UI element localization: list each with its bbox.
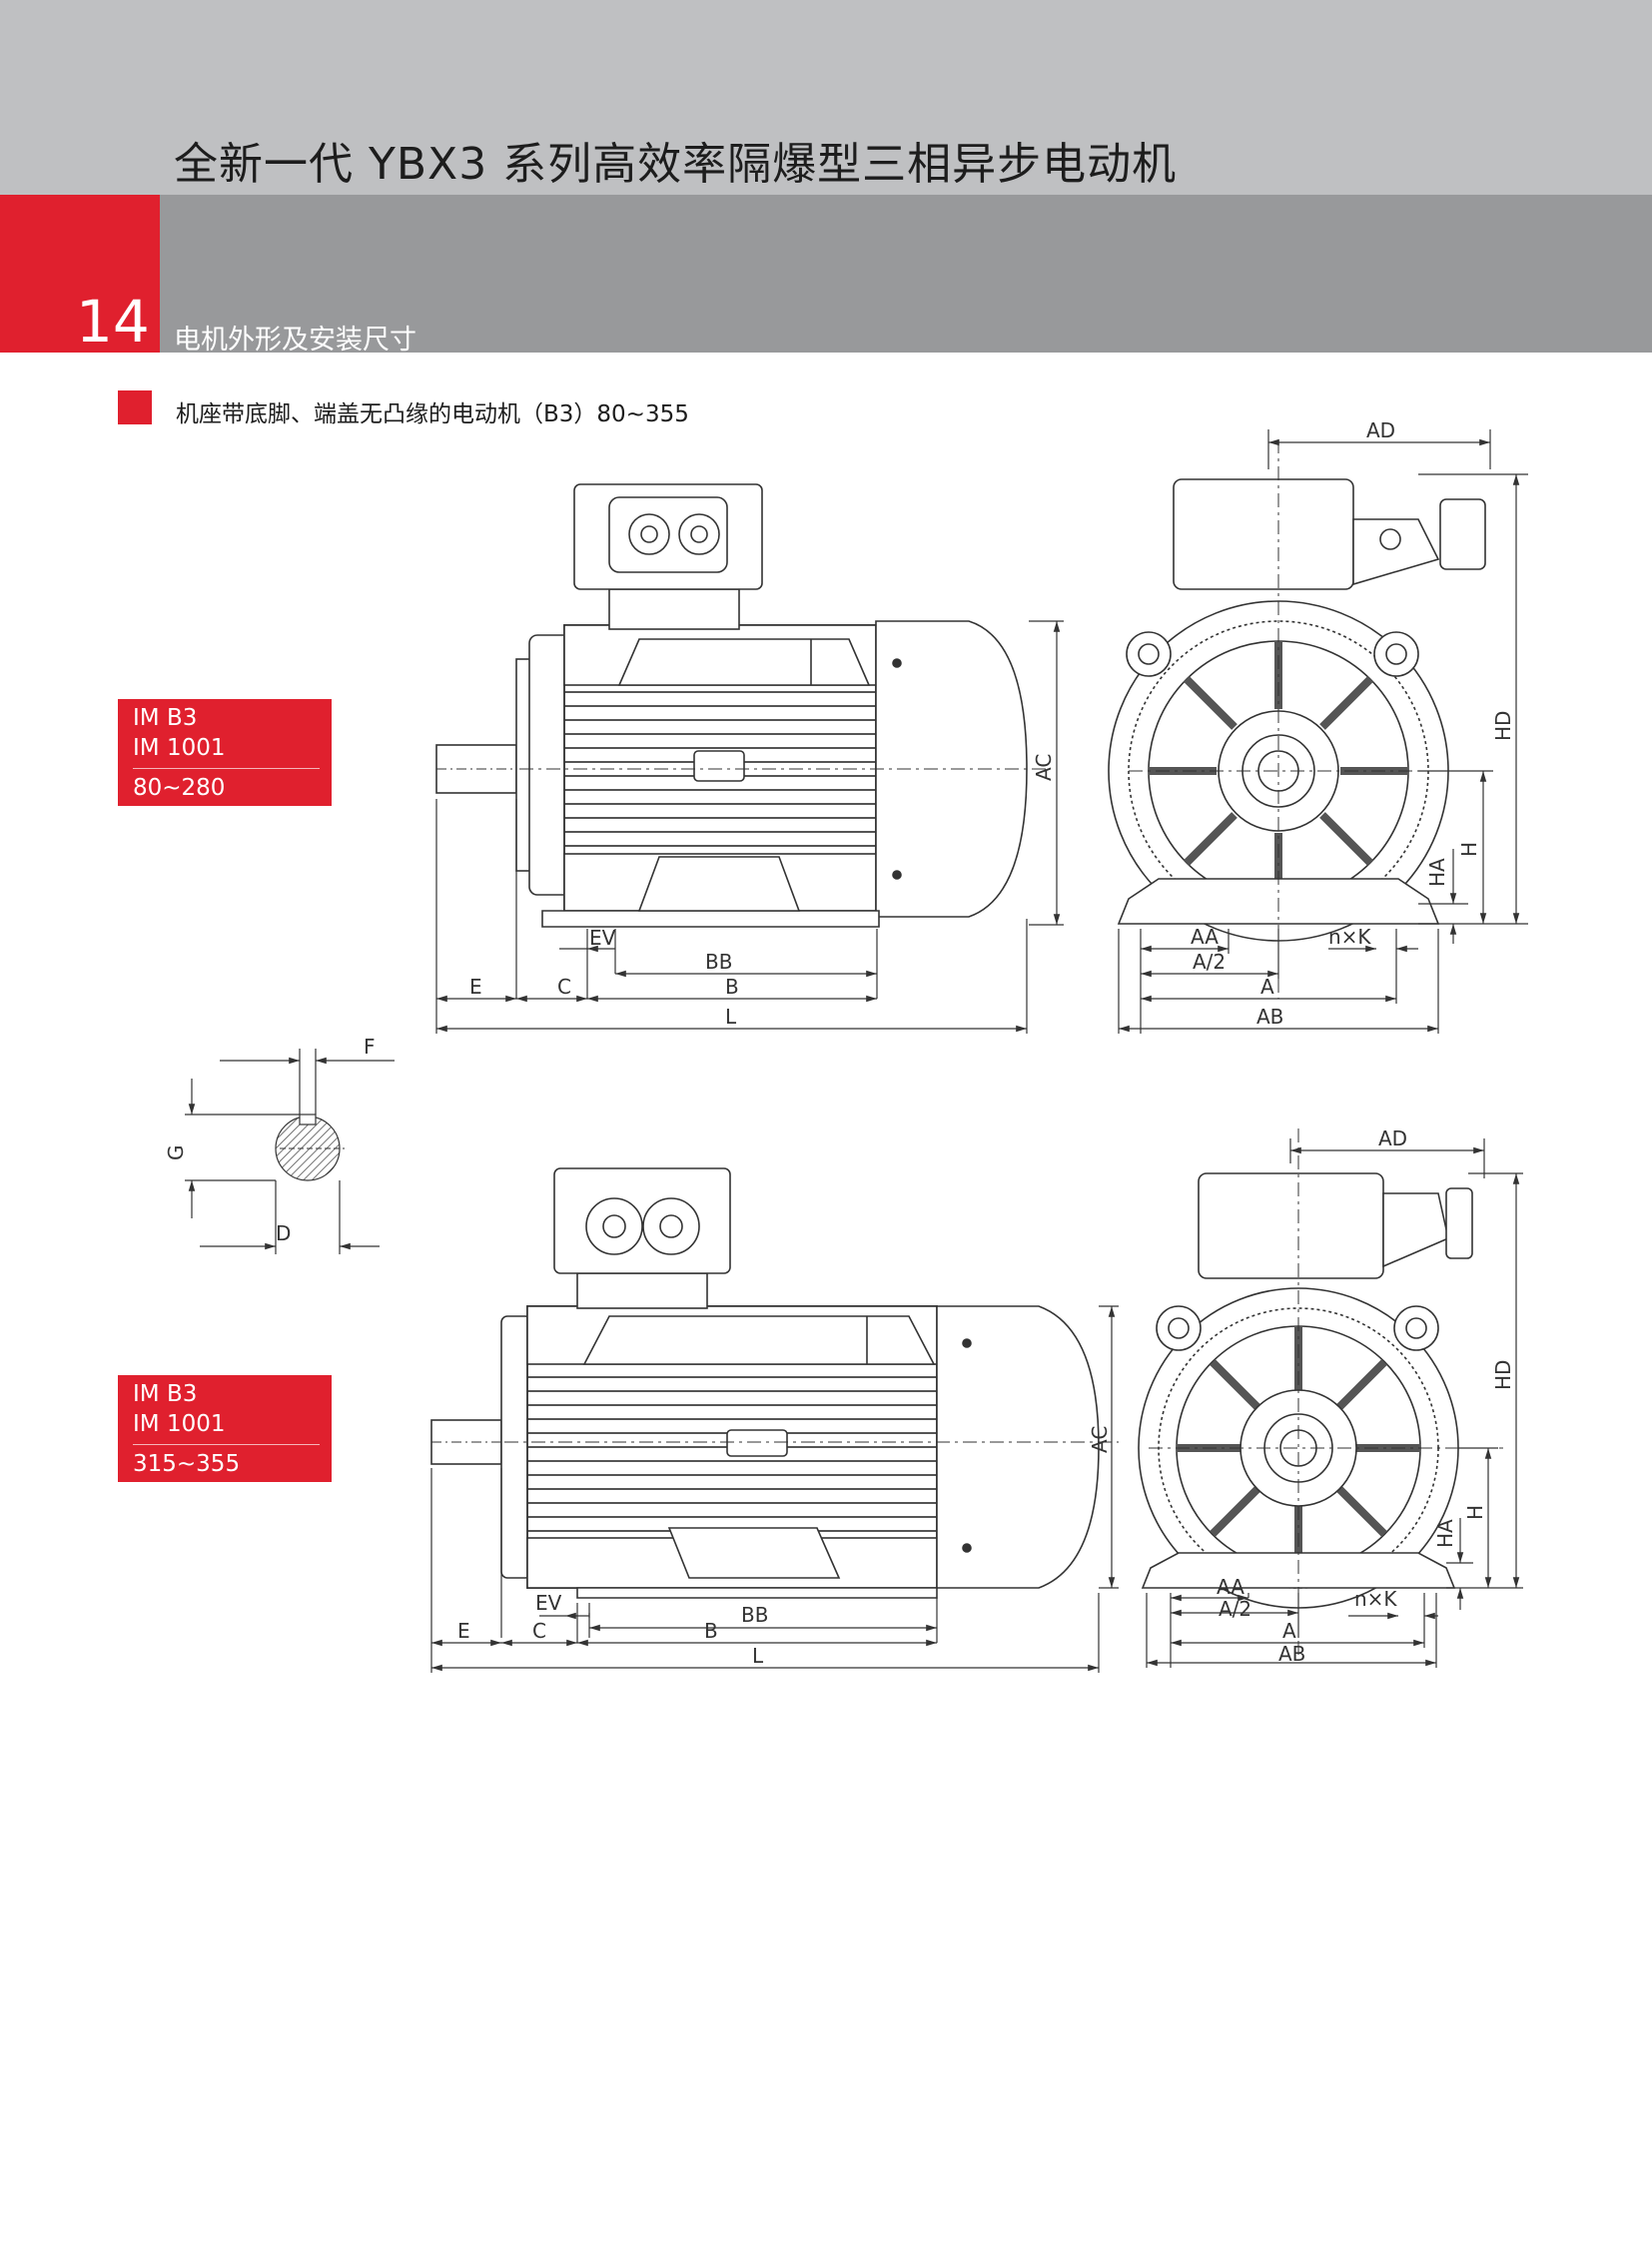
dim-label-nk: n×K	[1354, 1587, 1397, 1611]
dim-label-f: F	[364, 1035, 376, 1059]
dim-label-bb: BB	[741, 1603, 768, 1627]
dim-label-ad: AD	[1378, 1126, 1407, 1150]
side-view-bottom	[430, 1167, 1119, 1599]
side-view-bottom-labels: EV BB B E C L AC	[457, 1426, 1112, 1668]
dim-label-a: A	[1282, 1619, 1296, 1643]
side-view-top-dimensions	[435, 620, 1064, 1034]
fan-cover	[936, 1305, 1100, 1589]
mount-label-range: 80~280	[133, 775, 226, 801]
dim-label-e: E	[457, 1619, 470, 1643]
side-view-top	[435, 483, 1049, 928]
dim-label-hd: HD	[1491, 711, 1515, 741]
dim-label-h: H	[1463, 1505, 1487, 1520]
page-number-block	[0, 195, 160, 353]
end-view-top-labels: AD HD H HA AA A/2 A AB n×K	[1191, 418, 1515, 1029]
shaft-section	[185, 1049, 395, 1254]
mount-label-range: 315~355	[133, 1451, 241, 1477]
subtitle-marker	[118, 390, 152, 424]
dim-label-h: H	[1457, 842, 1481, 857]
dim-label-b: B	[725, 975, 739, 999]
terminal-box-end	[1173, 478, 1354, 590]
side-view-top-labels: EV BB B E C L AC	[469, 754, 1056, 1029]
end-view-bottom-labels: AD HD H HA AA A/2 A AB n×K	[1217, 1126, 1515, 1666]
mount-label-1: IM B3 IM 1001 80~280	[118, 699, 332, 806]
end-view-bottom	[1138, 1128, 1503, 1658]
dim-label-a2: A/2	[1193, 950, 1226, 974]
dim-label-ab: AB	[1256, 1005, 1283, 1029]
section-title: 电机外形及安装尺寸	[174, 325, 416, 356]
dim-label-e: E	[469, 975, 482, 999]
subtitle: 机座带底脚、端盖无凸缘的电动机（B3）80~355	[176, 401, 689, 427]
mount-label-2: IM B3 IM 1001 315~355	[118, 1375, 332, 1482]
mount-label-divider	[133, 768, 320, 769]
dim-label-ha: HA	[1433, 1519, 1457, 1548]
dim-label-g: G	[164, 1145, 188, 1161]
dim-label-ev: EV	[589, 926, 616, 950]
dim-label-a: A	[1260, 975, 1274, 999]
dim-label-hd: HD	[1491, 1360, 1515, 1390]
end-view-top-dimensions	[1118, 429, 1528, 1034]
dim-label-aa: AA	[1191, 925, 1219, 949]
dim-label-ab: AB	[1278, 1642, 1305, 1666]
side-view-bottom-dimensions	[430, 1305, 1119, 1673]
header-band-mid	[0, 195, 1652, 353]
mount-label-line2: IM 1001	[133, 1411, 226, 1437]
dim-label-c: C	[532, 1619, 546, 1643]
end-view-bottom-dimensions	[1146, 1138, 1523, 1668]
header-band-top	[0, 0, 1652, 195]
end-view-top	[1108, 439, 1498, 999]
dim-label-aa: AA	[1217, 1575, 1244, 1599]
mount-label-line2: IM 1001	[133, 735, 226, 761]
dim-label-ac: AC	[1088, 1426, 1112, 1453]
keyway	[299, 1114, 317, 1125]
dim-label-d: D	[276, 1221, 291, 1245]
dim-label-l: L	[725, 1005, 737, 1029]
dim-label-ac: AC	[1032, 754, 1056, 781]
dim-label-ha: HA	[1425, 858, 1449, 887]
dim-label-ad: AD	[1366, 418, 1395, 442]
mount-label-line1: IM B3	[133, 705, 198, 731]
page-number: 14	[76, 288, 150, 356]
dim-label-a2: A/2	[1219, 1597, 1251, 1621]
terminal-box-end	[1198, 1172, 1384, 1279]
dim-label-l: L	[752, 1644, 764, 1668]
dim-label-c: C	[557, 975, 571, 999]
mount-label-divider	[133, 1444, 320, 1445]
dim-label-ev: EV	[535, 1591, 562, 1615]
shaft-section-labels: F G D	[164, 1035, 376, 1245]
dim-label-bb: BB	[705, 950, 732, 974]
dim-label-b: B	[704, 1619, 718, 1643]
document-title: 全新一代 YBX3 系列高效率隔爆型三相异步电动机	[174, 139, 1178, 190]
dim-label-nk: n×K	[1328, 925, 1371, 949]
mount-label-line1: IM B3	[133, 1381, 198, 1407]
